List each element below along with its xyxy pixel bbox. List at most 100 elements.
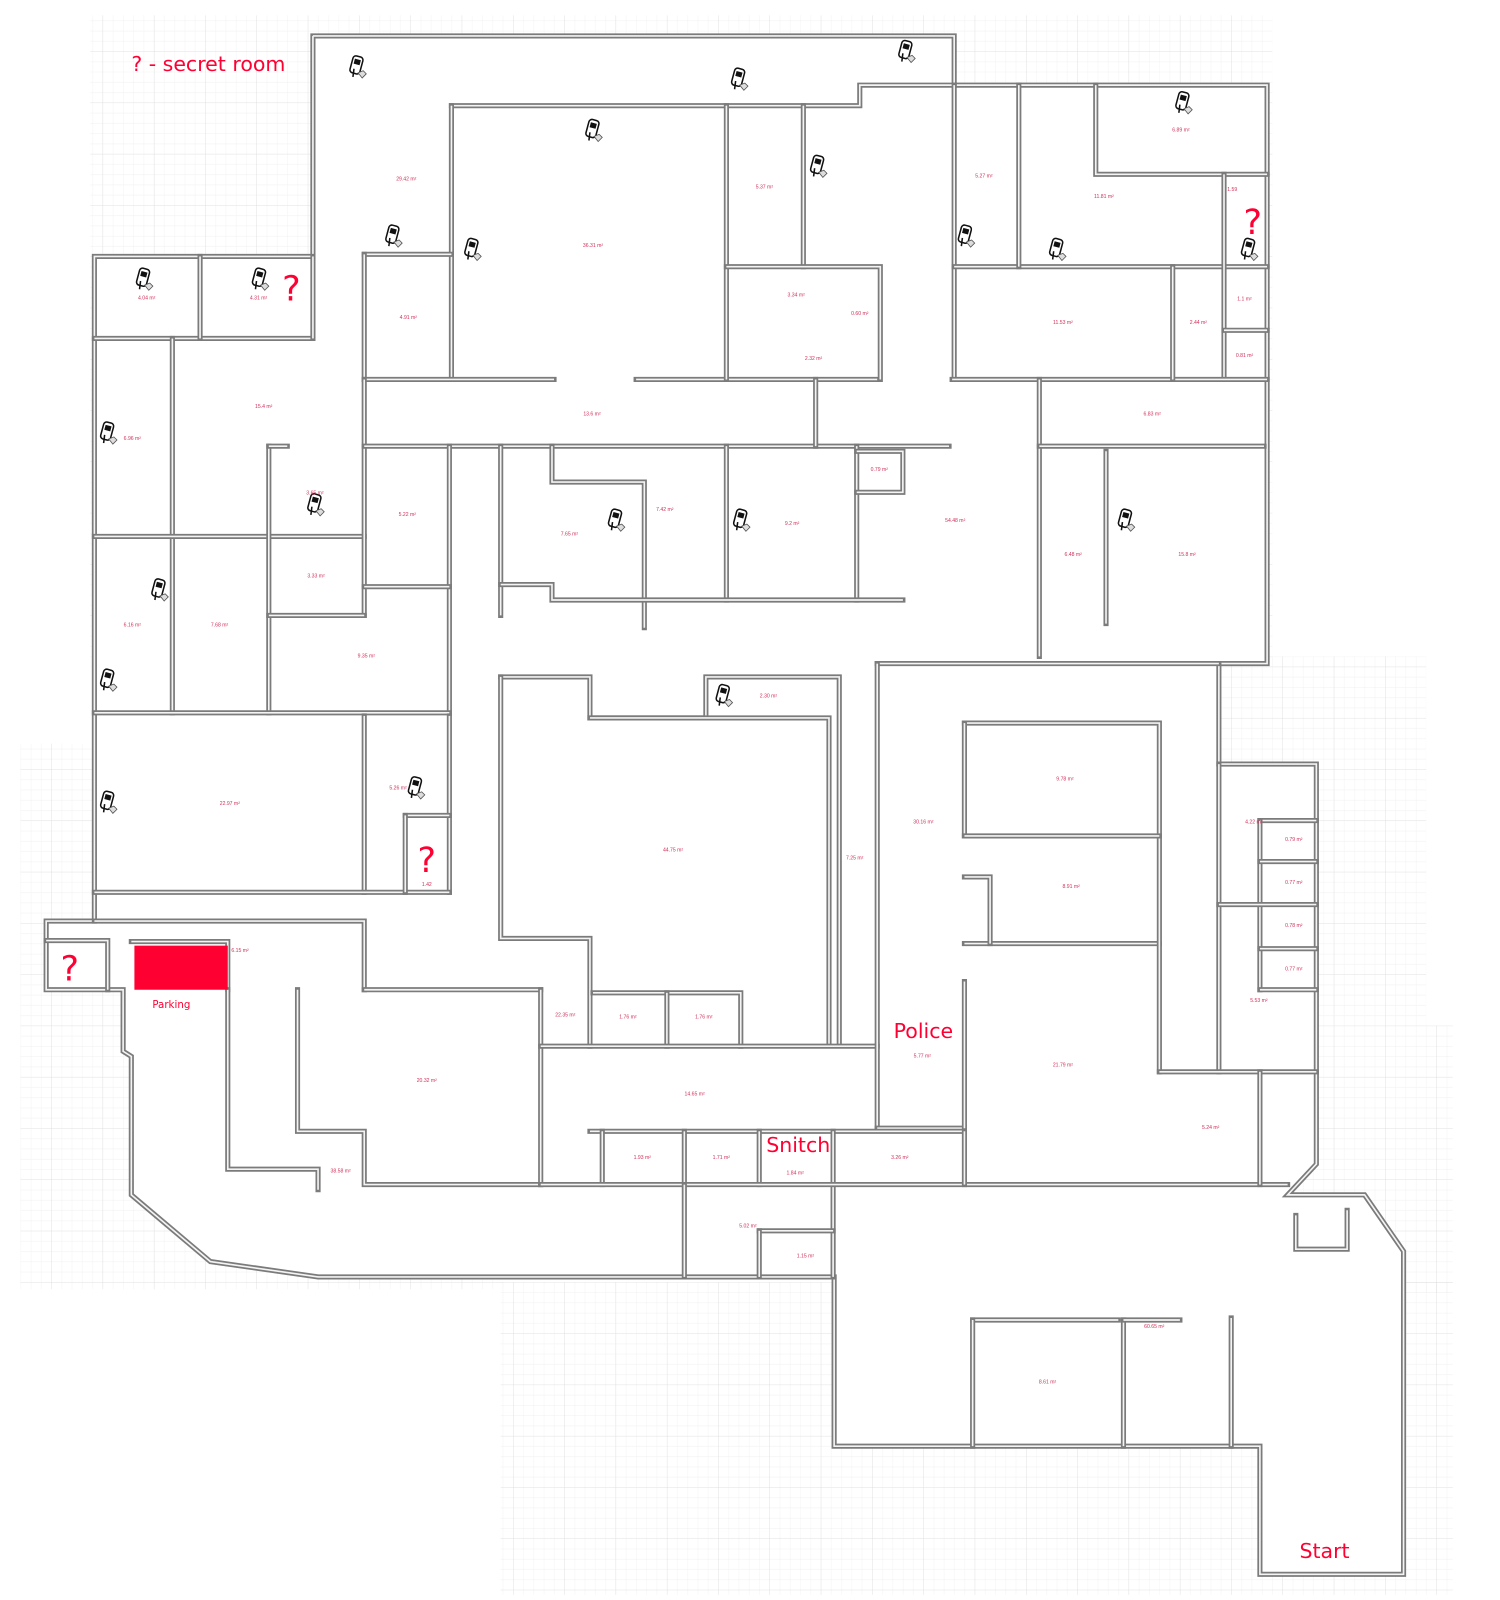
wall	[1295, 1210, 1348, 1251]
room-area-label: 6.96 m²	[124, 436, 142, 442]
room-area-label: 22.97 m²	[220, 801, 240, 807]
room-area-label: 6.16 m²	[124, 623, 142, 629]
room-area-label: 0.77 m²	[1285, 966, 1303, 972]
room-area-labels: 29.42 m² 36.31 m² 5.37 m² 3.34 m² 0.60 m² 2.3…	[124, 127, 1303, 1385]
wall	[226, 989, 319, 1190]
wall	[964, 876, 991, 944]
room-area-label: 9.35 m²	[358, 653, 376, 659]
camera-icon	[151, 578, 169, 602]
room-area-label: 4.22 m²	[1245, 820, 1263, 826]
question-mark-icon: ?	[61, 950, 80, 990]
room-area-label: 0.81 m²	[1236, 353, 1254, 359]
camera-icon	[99, 421, 118, 445]
room-area-label: 22.35 m²	[555, 1012, 575, 1018]
room-area-label: 1.42	[422, 882, 432, 888]
room-area-label: 5.24 m²	[1202, 1125, 1220, 1131]
camera-icon	[730, 67, 749, 91]
room-area-label: 9.78 m²	[1056, 777, 1074, 783]
room-area-label: 6.48 m²	[1065, 552, 1083, 558]
room-area-label: 1.76 m²	[619, 1014, 637, 1020]
camera-icon	[957, 224, 976, 248]
room-area-label: 5.27 m²	[975, 173, 993, 179]
room-area-label: 1.1 m²	[1237, 297, 1252, 303]
room-area-label: 2.44 m²	[1190, 320, 1208, 326]
legend-text: ? - secret room	[131, 52, 285, 76]
wall	[451, 84, 955, 107]
room-area-label: 11.81 m²	[1094, 194, 1114, 200]
wall	[856, 450, 904, 494]
camera-icon	[407, 776, 426, 800]
room-area-label: 1.84 m²	[786, 1170, 804, 1176]
room-area-label: 5.37 m²	[756, 185, 774, 191]
room-area-label: 7.68 m²	[211, 623, 229, 629]
room-area-label: 21.79 m²	[1053, 1063, 1073, 1069]
wall	[45, 35, 1405, 1576]
room-area-label: 44.75 m²	[663, 847, 683, 853]
camera-icon	[464, 237, 482, 262]
room-area-label: 29.42 m²	[396, 177, 416, 183]
room-area-label: 0.79 m²	[871, 467, 889, 473]
room-area-label: 6.83 m²	[1144, 411, 1162, 417]
room-area-label: 36.31 m²	[583, 243, 603, 249]
wall	[500, 583, 903, 601]
room-area-label: 7.42 m²	[656, 507, 674, 513]
room-area-label: 0.60 m²	[851, 311, 869, 317]
room-area-label: 15.4 m²	[255, 404, 273, 410]
room-area-label: 0.79 m²	[1285, 837, 1303, 843]
room-area-label: 3.34 m²	[788, 292, 806, 298]
room-area-label: 0.78 m²	[1285, 923, 1303, 929]
camera-icon	[135, 267, 154, 291]
room-area-label: 0.77 m²	[1285, 880, 1303, 886]
room-area-label: 3.26 m²	[891, 1155, 909, 1161]
cameras	[99, 39, 1259, 814]
room-area-label: 5.02 m²	[739, 1224, 757, 1230]
camera-icon	[809, 154, 828, 179]
wall	[726, 265, 882, 380]
room-area-label: 8.91 m²	[1062, 884, 1080, 890]
room-area-label: 4.91 m²	[400, 315, 418, 321]
parking-spot	[134, 945, 228, 990]
start-label: Start	[1300, 1539, 1350, 1563]
room-area-label: 1.59	[1227, 187, 1237, 193]
camera-icon	[349, 55, 367, 79]
snitch-label: Snitch	[766, 1133, 830, 1157]
camera-icon	[1048, 237, 1067, 262]
camera-icon	[385, 224, 403, 248]
wall	[94, 920, 366, 990]
camera-icon	[251, 267, 270, 291]
room-area-label: 4.31 m²	[250, 295, 268, 301]
room-area-label: 11.53 m²	[1053, 320, 1073, 326]
room-area-label: 7.25 m²	[846, 855, 864, 861]
room-area-label: 13.6 m²	[583, 411, 601, 417]
parking-label: Parking	[152, 999, 190, 1011]
room-area-label: 1.15 m²	[797, 1253, 815, 1259]
camera-icon	[1175, 90, 1193, 115]
wall	[964, 722, 1161, 1072]
room-area-label: 54.48 m²	[945, 518, 965, 524]
room-area-label: 1.76 m²	[695, 1014, 713, 1020]
room-area-label: 5.53 m²	[1250, 998, 1268, 1004]
room-area-label: 38.58 m²	[331, 1168, 351, 1174]
wall	[46, 939, 109, 990]
room-area-label: 1.71 m²	[713, 1155, 731, 1161]
question-mark-icon: ?	[418, 841, 437, 881]
room-area-label: 3.33 m²	[307, 573, 325, 579]
room-area-label: 2.30 m²	[760, 693, 778, 699]
room-area-label: 6.89 m²	[1172, 127, 1190, 133]
room-area-label: 5.26 m²	[389, 786, 407, 792]
room-area-label: 8.61 m²	[1039, 1380, 1057, 1386]
wall	[551, 446, 646, 628]
room-area-label: 3.65 m²	[306, 490, 324, 496]
camera-icon	[732, 508, 751, 532]
question-mark-icon: ?	[282, 270, 301, 310]
camera-icon	[99, 790, 118, 814]
camera-icon	[99, 668, 118, 692]
wall	[593, 992, 742, 1047]
question-mark-icon: ?	[1243, 203, 1262, 243]
camera-icon	[585, 118, 603, 143]
camera-icon	[1240, 237, 1259, 262]
camera-icon	[1117, 508, 1136, 532]
building-floor	[46, 35, 1404, 1575]
room-area-label: 60.65 m²	[1144, 1324, 1164, 1330]
